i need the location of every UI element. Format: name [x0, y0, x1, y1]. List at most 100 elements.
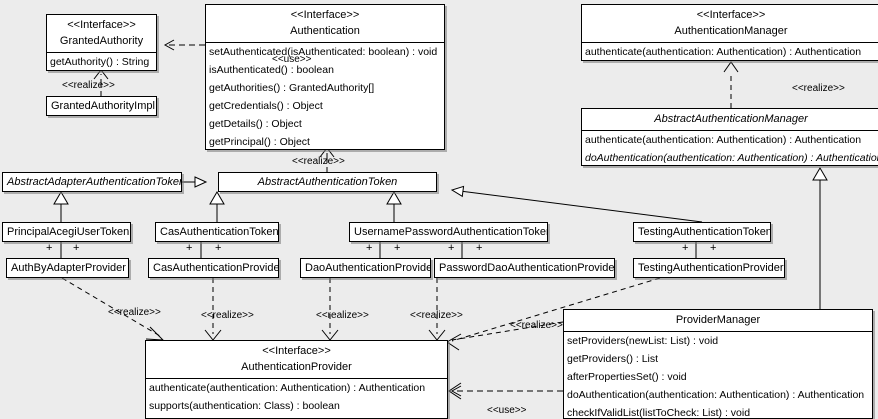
class-name-UsernamePasswordAuthenticationToken: UsernamePasswordAuthenticationToken: [354, 226, 548, 238]
class-name-AbstractAuthenticationToken: AbstractAuthenticationToken: [257, 176, 398, 188]
class-header-AuthenticationManager: <<Interface>> AuthenticationManager: [582, 5, 878, 42]
relationship-label-realize-abstract-auth-token: <<realize>>: [292, 156, 345, 167]
class-stereotype-GrantedAuthority: <<Interface>>: [67, 19, 136, 31]
operation-Authentication-1: isAuthenticated() : boolean: [209, 64, 334, 76]
class-name-DaoAuthenticationProvider: DaoAuthenticationProvider: [305, 262, 431, 274]
class-operations-ProviderManager: setProviders(newList: List) : void getPro…: [564, 331, 872, 419]
class-operations-AuthenticationProvider: authenticate(authentication: Authenticat…: [146, 378, 447, 415]
class-box-AuthenticationManager[interactable]: <<Interface>> AuthenticationManager authen…: [581, 4, 878, 61]
class-header-TestingAuthenticationToken: TestingAuthenticationToken: [634, 223, 771, 241]
operation-Authentication-4: getDetails() : Object: [209, 118, 302, 130]
operation-ProviderManager-0: setProviders(newList: List) : void: [567, 335, 719, 347]
class-header-GrantedAuthority: <<Interface>> GrantedAuthority: [47, 15, 156, 52]
class-box-TestingAuthenticationProvider[interactable]: TestingAuthenticationProvider: [633, 258, 785, 278]
class-header-Authentication: <<Interface>>Authentication: [206, 5, 444, 42]
class-header-GrantedAuthorityImpl: GrantedAuthorityImpl: [47, 97, 156, 115]
operation-AuthenticationProvider-1: supports(authentication: Class) : boolea…: [149, 400, 340, 412]
class-name-PrincipalAcegiUserToken: PrincipalAcegiUserToken: [7, 226, 130, 238]
operation-GrantedAuthority-0: getAuthority() : String: [50, 56, 150, 68]
class-name-CasAuthenticationProvider: CasAuthenticationProvider: [153, 262, 279, 274]
class-header-PrincipalAcegiUserToken: PrincipalAcegiUserToken: [3, 223, 130, 241]
operation-Authentication-3: getCredentials() : Object: [209, 100, 323, 112]
class-box-AbstractAdapterAuthenticationToken[interactable]: AbstractAdapterAuthenticationToken: [2, 172, 182, 192]
class-name-AuthenticationManager: AuthenticationManager: [674, 25, 788, 37]
relationship-label-use-granted-authority: <<use>>: [272, 54, 312, 65]
class-box-CasAuthenticationProvider[interactable]: CasAuthenticationProvider: [148, 258, 279, 278]
class-name-PasswordDaoAuthenticationProvider: PasswordDaoAuthenticationProvider: [439, 262, 615, 274]
class-header-AbstractAdapterAuthenticationToken: AbstractAdapterAuthenticationToken: [3, 173, 182, 191]
operation-ProviderManager-2: afterPropertiesSet() : void: [567, 371, 687, 383]
class-name-AbstractAdapterAuthenticationToken: AbstractAdapterAuthenticationToken: [7, 176, 182, 188]
association-marker-plus-testing-right: +: [710, 242, 717, 254]
association-marker-plus-principal-right: +: [73, 242, 80, 254]
operation-ProviderManager-4: checkIfValidList(listToCheck: List) : vo…: [567, 407, 751, 419]
class-header-AbstractAuthenticationManager: AbstractAuthenticationManager: [582, 109, 878, 130]
class-name-ProviderManager: ProviderManager: [675, 314, 761, 326]
class-header-AuthenticationProvider: <<Interface>> AuthenticationProvider: [146, 341, 447, 378]
class-header-DaoAuthenticationProvider: DaoAuthenticationProvider: [301, 259, 431, 277]
class-box-CasAuthenticationToken[interactable]: CasAuthenticationToken: [155, 222, 279, 242]
class-name-AbstractAuthenticationManager: AbstractAuthenticationManager: [654, 113, 808, 125]
class-header-CasAuthenticationProvider: CasAuthenticationProvider: [149, 259, 279, 277]
relationship-label-realize-abstract-auth-manager: <<realize>>: [792, 83, 845, 94]
association-marker-plus-cas-left: +: [186, 242, 193, 254]
relationship-label-realize-granted-authority-impl: <<realize>>: [62, 80, 115, 91]
class-box-TestingAuthenticationToken[interactable]: TestingAuthenticationToken: [633, 222, 771, 242]
class-box-PasswordDaoAuthenticationProvider[interactable]: PasswordDaoAuthenticationProvider: [434, 258, 615, 278]
class-header-TestingAuthenticationProvider: TestingAuthenticationProvider: [634, 259, 784, 277]
association-marker-plus-testing-left: +: [682, 242, 689, 254]
operation-Authentication-5: getPrincipal() : Object: [209, 136, 310, 148]
relationship-label-use-provider-manager: <<use>>: [487, 405, 527, 416]
class-name-GrantedAuthority: GrantedAuthority: [59, 35, 144, 47]
class-name-TestingAuthenticationToken: TestingAuthenticationToken: [638, 226, 771, 238]
relationship-label-realize-testing-provider: <<realize>>: [510, 320, 563, 331]
relationship-label-realize-dao-provider: <<realize>>: [316, 310, 369, 321]
association-marker-plus-userpass-d: +: [476, 242, 483, 254]
operation-AbstractAuthenticationManager-1: doAuthentication(authentication: Authent…: [585, 152, 878, 164]
association-marker-plus-userpass-a: +: [366, 242, 373, 254]
class-name-AuthByAdapterProvider: AuthByAdapterProvider: [11, 262, 126, 274]
class-box-PrincipalAcegiUserToken[interactable]: PrincipalAcegiUserToken: [2, 222, 131, 242]
operation-AbstractAuthenticationManager-0: authenticate(authentication: Authenticat…: [585, 134, 862, 146]
class-operations-Authentication: setAuthenticated(isAuthenticated: boolea…: [206, 42, 444, 149]
class-box-GrantedAuthority[interactable]: <<Interface>> GrantedAuthority getAuthorit…: [46, 14, 157, 71]
relationship-label-realize-auth-by-adapter: <<realize>>: [108, 307, 161, 318]
class-box-UsernamePasswordAuthenticationToken[interactable]: UsernamePasswordAuthenticationToken: [349, 222, 548, 242]
association-marker-plus-principal-left: +: [46, 242, 53, 254]
operation-AuthenticationManager-0: authenticate(authentication: Authenticat…: [585, 46, 862, 58]
class-header-PasswordDaoAuthenticationProvider: PasswordDaoAuthenticationProvider: [435, 259, 615, 277]
operation-Authentication-2: getAuthorities() : GrantedAuthority[]: [209, 82, 375, 94]
class-header-AuthByAdapterProvider: AuthByAdapterProvider: [7, 259, 128, 277]
class-box-AuthByAdapterProvider[interactable]: AuthByAdapterProvider: [6, 258, 129, 278]
relationship-label-realize-cas-provider: <<realize>>: [201, 310, 254, 321]
operation-ProviderManager-1: getProviders() : List: [567, 353, 659, 365]
class-name-CasAuthenticationToken: CasAuthenticationToken: [160, 226, 279, 238]
operation-AuthenticationProvider-0: authenticate(authentication: Authenticat…: [149, 382, 426, 394]
class-box-Authentication[interactable]: <<Interface>>Authentication setAuthentica…: [205, 4, 445, 150]
class-header-AbstractAuthenticationToken: AbstractAuthenticationToken: [219, 173, 436, 191]
operation-Authentication-0: setAuthenticated(isAuthenticated: boolea…: [209, 46, 438, 58]
class-operations-AbstractAuthenticationManager: authenticate(authentication: Authenticat…: [582, 130, 878, 165]
class-box-AbstractAuthenticationManager[interactable]: AbstractAuthenticationManager authenticat…: [581, 108, 878, 166]
class-box-ProviderManager[interactable]: ProviderManager setProviders(newList: Lis…: [563, 309, 873, 419]
class-box-AuthenticationProvider[interactable]: <<Interface>> AuthenticationProvider authe…: [145, 340, 448, 419]
class-name-TestingAuthenticationProvider: TestingAuthenticationProvider: [638, 262, 784, 274]
class-box-GrantedAuthorityImpl[interactable]: GrantedAuthorityImpl: [46, 96, 157, 116]
class-box-DaoAuthenticationProvider[interactable]: DaoAuthenticationProvider: [300, 258, 431, 278]
class-header-CasAuthenticationToken: CasAuthenticationToken: [156, 223, 279, 241]
class-operations-GrantedAuthority: getAuthority() : String: [47, 52, 156, 70]
class-header-UsernamePasswordAuthenticationToken: UsernamePasswordAuthenticationToken: [350, 223, 548, 241]
class-stereotype-AuthenticationManager: <<Interface>>: [696, 9, 766, 21]
class-name-AuthenticationProvider: AuthenticationProvider: [241, 361, 352, 373]
association-marker-plus-userpass-b: +: [394, 242, 401, 254]
class-operations-AuthenticationManager: authenticate(authentication: Authenticat…: [582, 42, 878, 60]
class-stereotype-AuthenticationProvider: <<Interface>>: [262, 345, 331, 357]
association-marker-plus-cas-right: +: [215, 242, 222, 254]
class-name-GrantedAuthorityImpl: GrantedAuthorityImpl: [51, 100, 155, 112]
relationship-label-realize-password-dao-provider: <<realize>>: [410, 310, 463, 321]
operation-ProviderManager-3: doAuthentication(authentication: Authent…: [567, 389, 865, 401]
class-header-ProviderManager: ProviderManager: [564, 310, 872, 331]
association-marker-plus-userpass-c: +: [448, 242, 455, 254]
class-box-AbstractAuthenticationToken[interactable]: AbstractAuthenticationToken: [218, 172, 437, 192]
class-name-Authentication: Authentication: [290, 25, 360, 37]
